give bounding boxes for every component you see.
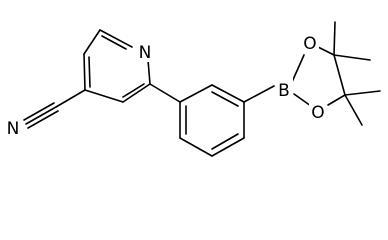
bond-methyl-2: [333, 54, 371, 61]
bond-boron-o-upper: [291, 54, 305, 83]
bond-benz-1: [179, 84, 213, 103]
bond-ring-top: [99, 29, 133, 48]
atom-label-n-nitrile: N: [7, 119, 20, 139]
bond-benz-2-inner: [211, 91, 239, 107]
bond-methyl-3: [344, 90, 381, 96]
bond-c2-c3: [122, 83, 151, 103]
label-bg-o-upper: [301, 32, 319, 54]
bond-ring-top-inner: [101, 35, 127, 50]
bond-nitrile-3: [23, 102, 55, 121]
label-bg-boron: [275, 78, 293, 100]
atom-label-boron: B: [278, 81, 290, 101]
bond-c-o-lower: [327, 94, 346, 106]
bond-methyl-4: [344, 94, 363, 126]
bond-aryl-boron: [243, 85, 275, 103]
atom-label-n-pyridine: N: [139, 43, 152, 63]
bond-nitrile-2: [25, 106, 57, 125]
bond-benz-5: [179, 137, 213, 157]
bond-c4-c5: [83, 53, 86, 91]
bond-nitrile-1: [55, 89, 86, 108]
atom-labels: N N B O O: [4, 32, 327, 139]
bonds: [23, 21, 381, 157]
atom-label-o-lower: O: [311, 103, 324, 123]
label-bg-o-lower: [309, 100, 327, 122]
bond-benz-4: [211, 137, 245, 157]
label-bg-n-pyridine: [136, 40, 154, 62]
bond-benz-4-inner: [211, 133, 239, 150]
bond-c3-c4: [84, 89, 124, 103]
bond-c2-c3-inner: [122, 83, 145, 98]
bond-benz-2: [211, 84, 245, 103]
bond-c5-c6: [83, 29, 101, 55]
molecule-diagram: N N B O O: [4, 21, 381, 157]
bond-c4-c5-inner: [88, 56, 91, 88]
bond-nitrile-4: [27, 110, 59, 129]
bond-biaryl: [149, 83, 181, 103]
bond-c-c-ring: [333, 54, 346, 96]
bond-c-n-pyr: [147, 59, 151, 85]
bond-boron-o-lower: [293, 93, 312, 107]
atom-label-o-upper: O: [303, 34, 316, 54]
bond-methyl-1: [333, 21, 336, 56]
label-bg-n-nitrile: [4, 116, 22, 138]
bond-o-upper-c: [317, 46, 335, 56]
